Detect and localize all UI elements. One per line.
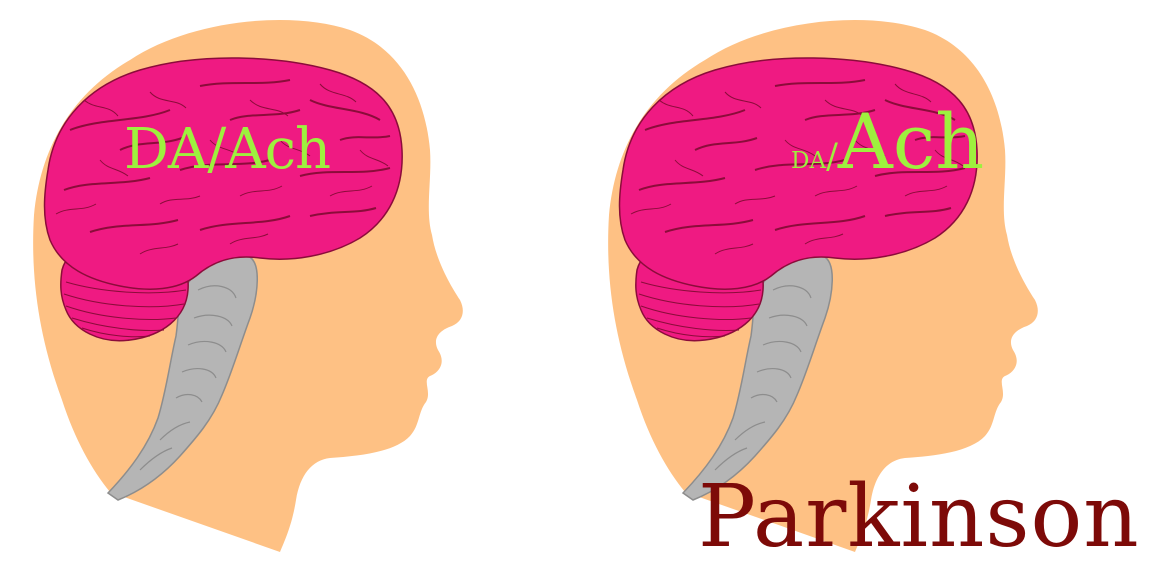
- dopamine-label: DA: [791, 148, 826, 174]
- label-separator: /: [826, 137, 838, 177]
- neurotransmitter-label-imbalanced: DA/Ach: [791, 104, 984, 180]
- neurotransmitter-label-balanced: DA/Ach: [124, 122, 330, 178]
- acetylcholine-label: Ach: [838, 97, 984, 186]
- parkinson-caption: Parkinson: [698, 474, 1140, 560]
- head-panel-normal: DA/Ach: [0, 0, 578, 580]
- head-illustration-normal: [0, 0, 578, 580]
